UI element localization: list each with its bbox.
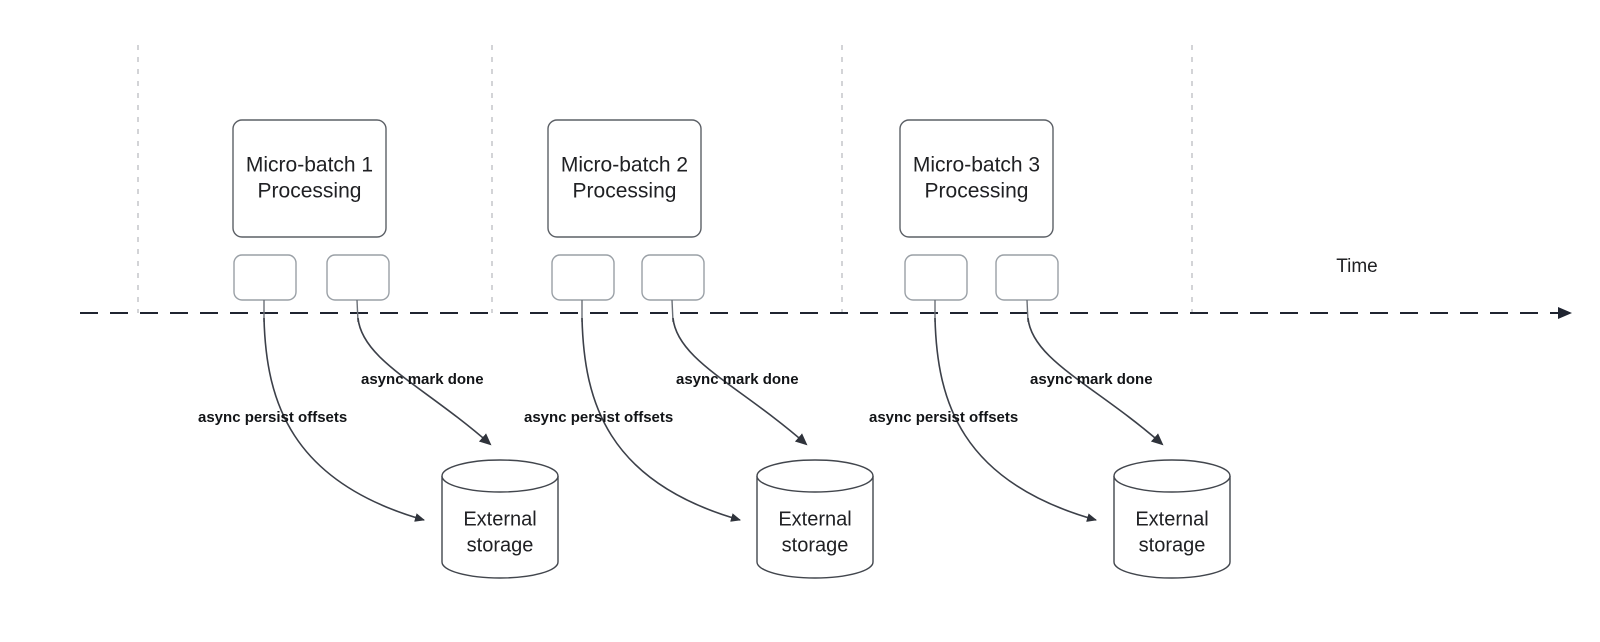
micro-batch-1-group: Micro-batch 1 Processing async persist o…	[198, 119, 559, 579]
external-storage-2-label-line2: storage	[782, 534, 849, 556]
micro-batch-2-mark-done-edge	[672, 317, 808, 446]
micro-batch-1-box[interactable]	[232, 119, 387, 238]
micro-batch-2-group: Micro-batch 2 Processing async persist o…	[524, 119, 874, 579]
micro-batch-2-mark-done-label: async mark done	[676, 371, 799, 388]
external-storage-1[interactable]: External storage	[441, 459, 559, 579]
external-storage-2-label-line1: External	[778, 508, 851, 530]
micro-batch-2-persist-offsets-edge	[581, 317, 741, 522]
micro-batch-2-persist-offsets-label: async persist offsets	[524, 409, 673, 426]
external-storage-3-label-line1: External	[1135, 508, 1208, 530]
micro-batch-1-mark-done-label: async mark done	[361, 371, 484, 388]
micro-batch-2-box[interactable]	[547, 119, 702, 238]
micro-batch-1-label-line1: Micro-batch 1	[246, 154, 373, 177]
micro-batch-3-persist-offsets-edge	[934, 317, 1097, 522]
micro-batch-3-group: Micro-batch 3 Processing async persist o…	[869, 119, 1231, 579]
micro-batch-1-label-line2: Processing	[258, 180, 362, 203]
external-storage-2-top	[756, 459, 874, 493]
external-storage-2-body	[756, 476, 874, 579]
time-axis-label: Time	[1336, 256, 1378, 277]
micro-batch-3-label-line1: Micro-batch 3	[913, 154, 1040, 177]
micro-batch-1-mark-done-edge	[357, 317, 492, 446]
external-storage-1-label-line1: External	[463, 508, 536, 530]
micro-batch-3-box[interactable]	[899, 119, 1054, 238]
micro-batch-1-persist-offsets-edge	[263, 317, 425, 522]
micro-batch-3-label-line2: Processing	[925, 180, 1029, 203]
external-storage-1-top	[441, 459, 559, 493]
external-storage-3-body	[1113, 476, 1231, 579]
micro-batch-1-offset-task-box[interactable]	[233, 254, 297, 301]
micro-batch-3-offset-task-box[interactable]	[904, 254, 968, 301]
micro-batch-2-offset-task-box[interactable]	[551, 254, 615, 301]
micro-batch-3-mark-done-label: async mark done	[1030, 371, 1153, 388]
micro-batch-1-mark-done-task-box[interactable]	[326, 254, 390, 301]
micro-batch-2-mark-done-task-box[interactable]	[641, 254, 705, 301]
micro-batch-3-persist-offsets-label: async persist offsets	[869, 409, 1018, 426]
external-storage-3[interactable]: External storage	[1113, 459, 1231, 579]
external-storage-1-label-line2: storage	[467, 534, 534, 556]
micro-batch-3-mark-done-edge	[1027, 317, 1164, 446]
external-storage-3-label-line2: storage	[1139, 534, 1206, 556]
micro-batch-3-mark-done-task-box[interactable]	[995, 254, 1059, 301]
micro-batch-2-label-line2: Processing	[573, 180, 677, 203]
external-storage-2[interactable]: External storage	[756, 459, 874, 579]
time-axis: Time	[80, 256, 1572, 319]
micro-batch-2-label-line1: Micro-batch 2	[561, 154, 688, 177]
micro-batch-1-persist-offsets-label: async persist offsets	[198, 409, 347, 426]
external-storage-1-body	[441, 476, 559, 579]
external-storage-3-top	[1113, 459, 1231, 493]
lane-dividers	[137, 45, 1193, 313]
